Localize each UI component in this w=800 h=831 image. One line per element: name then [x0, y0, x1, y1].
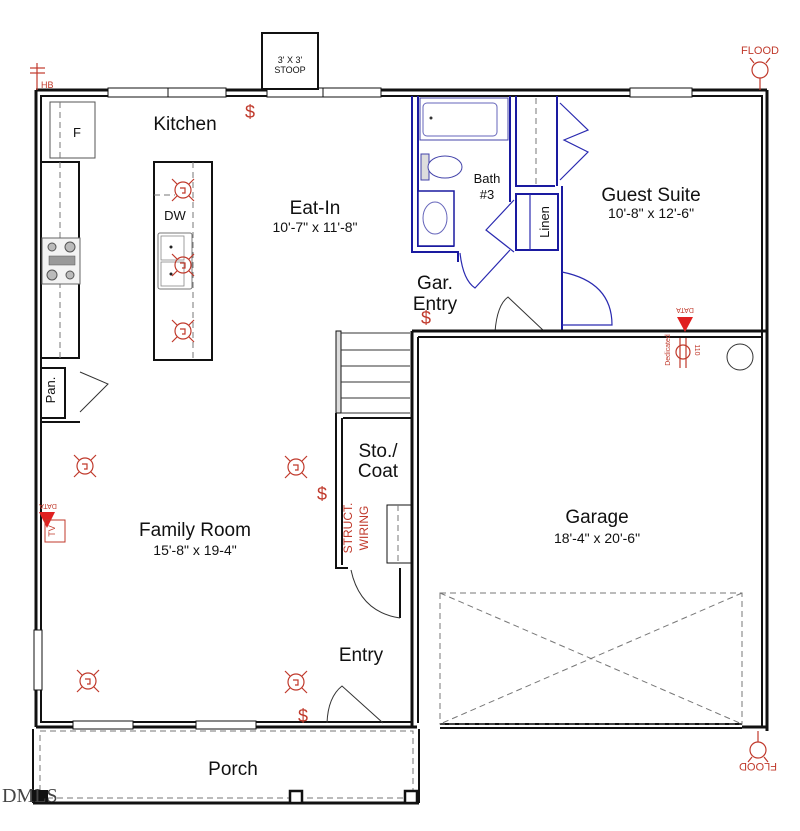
ceiling-light-icon: [171, 178, 195, 202]
linen-label: Linen: [537, 206, 552, 238]
entry: Entry: [326, 645, 384, 724]
data-label: DATA: [676, 306, 694, 313]
hose-bib-label: HB: [41, 80, 54, 90]
porch-column-icon: [403, 789, 419, 805]
switch-icon: $: [421, 308, 431, 328]
gar-entry-label-line2: Entry: [413, 294, 458, 315]
porch: Porch: [32, 729, 420, 805]
linen-door-icon: [485, 199, 515, 253]
watermark: DMLS: [2, 785, 58, 807]
fridge-label: F: [73, 125, 81, 140]
garage-door-icon: [439, 592, 743, 725]
dedicated-label: Dedicated: [665, 334, 672, 366]
outlet-110-label: 110: [693, 344, 700, 355]
flood-light-label-bottom: FLOOD: [739, 760, 777, 772]
stoop-size-label: 3' X 3': [278, 55, 303, 65]
pantry-label: Pan.: [43, 377, 58, 404]
bath-3: Bath #3 Linen: [411, 96, 613, 330]
bath-door-icon: [459, 249, 511, 289]
bath-number-label: #3: [480, 187, 494, 202]
ceiling-light-icon: [171, 319, 195, 343]
stairs: [335, 330, 410, 414]
dedicated-110-outlet-icon: Dedicated 110: [665, 334, 700, 368]
tv-data-outlet-icon: DATA TV: [39, 502, 66, 543]
ceiling-light-icon: [73, 454, 97, 478]
guest-suite-door-icon: [561, 271, 613, 326]
svg-text:STRUCT.: STRUCT.: [341, 503, 355, 554]
bathtub-icon: [419, 97, 509, 141]
data-outlet-icon: DATA: [676, 306, 694, 332]
switch-icon: $: [298, 706, 308, 726]
garage-dims: 18'-4" x 20'-6": [554, 530, 640, 546]
sto-coat-label: Sto./: [358, 441, 398, 462]
family-data-label: DATA: [39, 502, 57, 509]
guest-suite-label: Guest Suite: [601, 185, 700, 206]
kitchen-label: Kitchen: [153, 114, 216, 135]
fridge-icon: [49, 101, 96, 159]
ceiling-light-icon: [171, 253, 195, 277]
switch-icon: $: [317, 484, 327, 504]
gar-entry: Gar. Entry: [413, 273, 546, 333]
kitchen: F Kitchen DW: [40, 101, 217, 361]
electrical: HB FLOOD FLOOD $ $ $ $: [30, 45, 779, 772]
ceiling-light-icon: [76, 669, 100, 693]
flood-light-icon: FLOOD: [739, 731, 777, 772]
bath-label: Bath: [474, 171, 501, 186]
porch-label: Porch: [208, 759, 258, 780]
front-door-icon: [326, 685, 384, 724]
gar-entry-label: Gar.: [417, 273, 453, 294]
guest-suite-dims: 10'-8" x 12'-6": [608, 205, 694, 221]
entry-label: Entry: [339, 645, 384, 666]
porch-column-icon: [34, 790, 48, 804]
flood-light-label: FLOOD: [741, 45, 779, 57]
pantry-door-icon: [79, 371, 109, 413]
flood-light-icon: FLOOD: [741, 45, 779, 90]
family-room: Family Room 15'-8" x 19-4": [139, 520, 251, 558]
tv-label: TV: [47, 525, 57, 537]
storage-coat-closet: Sto./ Coat: [335, 413, 412, 619]
structured-wiring-label: STRUCT. WIRING: [341, 503, 371, 554]
vanity-sink-icon: [417, 190, 455, 247]
water-heater-icon: [726, 343, 754, 371]
pantry: Pan.: [40, 367, 109, 419]
closet-bifold-door-icon: [559, 102, 590, 181]
sto-coat-label-line2: Coat: [358, 461, 399, 482]
ceiling-light-icon: [284, 670, 308, 694]
ceiling-light-icon: [284, 455, 308, 479]
interior-walls: [41, 329, 767, 727]
porch-column-icon: [288, 789, 304, 805]
family-room-label: Family Room: [139, 520, 251, 541]
eat-in-label: Eat-In: [290, 198, 341, 219]
eat-in: Eat-In 10'-7" x 11'-8": [272, 198, 357, 235]
garage: Garage 18'-4" x 20'-6": [439, 343, 754, 725]
hose-bib-icon: HB: [30, 63, 54, 90]
dishwasher-label: DW: [164, 208, 186, 223]
eat-in-dims: 10'-7" x 11'-8": [272, 219, 357, 235]
switch-icon: $: [245, 102, 255, 122]
garage-entry-door-icon: [494, 296, 546, 333]
sink-icon: [157, 232, 193, 290]
exterior-walls: [33, 87, 769, 731]
guest-suite: Guest Suite 10'-8" x 12'-6": [601, 185, 700, 221]
stoop: 3' X 3' STOOP: [261, 32, 319, 90]
family-room-dims: 15'-8" x 19-4": [153, 542, 236, 558]
svg-text:WIRING: WIRING: [357, 506, 371, 551]
closet-door-icon: [350, 569, 401, 619]
stoop-label: STOOP: [274, 65, 305, 75]
garage-label: Garage: [565, 507, 628, 528]
range-icon: [41, 237, 81, 285]
toilet-icon: [420, 153, 463, 181]
